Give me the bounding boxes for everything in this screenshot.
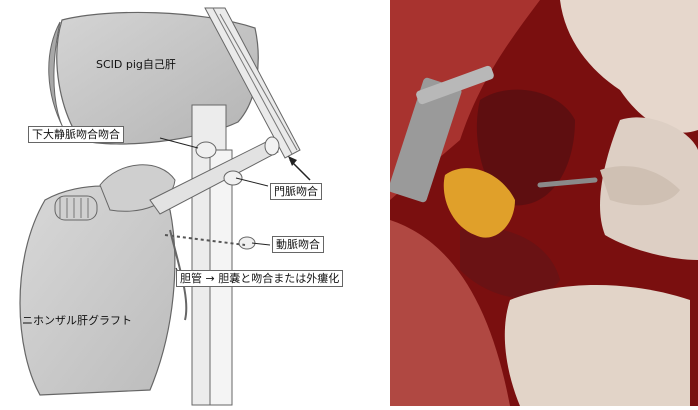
- graft-liver-shape: [20, 186, 175, 395]
- ivc-anastomosis-marker: [196, 142, 216, 158]
- bowel-coil: [55, 196, 97, 220]
- label-bile-duct: 胆管 → 胆嚢と吻合または外瘻化: [176, 270, 343, 287]
- glove-bottom: [505, 285, 690, 406]
- arrow-head: [288, 156, 297, 166]
- label-scid-liver: SCID pig自己肝: [96, 58, 176, 71]
- portal-anastomosis-marker: [224, 171, 242, 185]
- portal-vein-end: [265, 137, 279, 155]
- label-graft: ニホンザル肝グラフト: [22, 314, 132, 327]
- photo-svg: [390, 0, 698, 406]
- label-arterial-anastomosis: 動脈吻合: [272, 236, 324, 253]
- schematic-diagram: SCID pig自己肝 下大静脈吻合吻合 門脈吻合 動脈吻合 胆管 → 胆嚢と吻…: [0, 0, 390, 406]
- surgical-photo: [390, 0, 698, 406]
- label-ivc-anastomosis: 下大静脈吻合吻合: [28, 126, 124, 143]
- diagram-svg: [0, 0, 390, 406]
- label-portal-anastomosis: 門脈吻合: [270, 183, 322, 200]
